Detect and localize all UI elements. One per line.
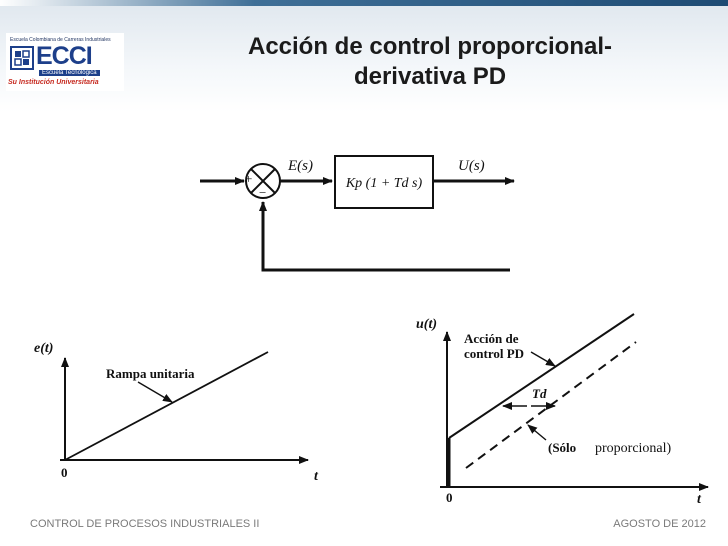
ramp-annotation-arrow (137, 381, 173, 403)
minus-sign: − (259, 185, 266, 200)
controller-block (334, 155, 434, 209)
prop-annotation-arrow (527, 424, 547, 441)
controller-text: Kp (1 + Td s) (345, 176, 423, 191)
footer-date: AGOSTO DE 2012 (613, 518, 706, 530)
feedback-path (259, 201, 510, 272)
footer-course: CONTROL DE PROCESOS INDUSTRIALES II (30, 518, 260, 530)
logo-school: Escuela Tecnológica (39, 70, 100, 76)
slide-title: Acción de control proporcional- derivati… (150, 32, 710, 92)
ramp-plot: e(t) t 0 Rampa unitaria (34, 341, 319, 484)
pd-annotation-line2: control PD (464, 346, 524, 361)
response-origin: 0 (446, 490, 453, 505)
ramp-x-label: t (314, 469, 319, 484)
ecci-logo: Escuela Colombiana de Carreras Industria… (6, 33, 124, 91)
logo-top-text: Escuela Colombiana de Carreras Industria… (10, 37, 111, 43)
title-line-1: Acción de control proporcional- (247, 33, 613, 60)
logo-mark-icon (10, 46, 34, 70)
pd-response-line (448, 313, 635, 439)
prop-label-a: (Sólo (548, 440, 576, 455)
logo-name: ECCI (36, 42, 93, 70)
ramp-line (64, 351, 269, 461)
output-label: U(s) (458, 158, 485, 174)
ramp-annotation: Rampa unitaria (106, 366, 195, 381)
pd-annotation-arrow (530, 351, 556, 367)
response-plot: u(t) t 0 Acción de control PD Td (Sólo p… (416, 313, 709, 507)
plus-sign: + (245, 171, 252, 186)
response-x-label: t (697, 492, 702, 507)
prop-label-b: proporcional) (595, 441, 672, 456)
pd-annotation-line1: Acción de (464, 331, 519, 346)
block-diagram: + − E(s) Kp (1 + Td s) U(s) (200, 155, 515, 272)
error-label: E(s) (287, 158, 313, 174)
response-y-label: u(t) (416, 317, 437, 332)
td-label: Td (532, 386, 547, 401)
logo-tagline: Su Institución Universitaria (8, 79, 99, 86)
ramp-y-label: e(t) (34, 341, 53, 356)
title-line-2: derivativa PD (353, 63, 507, 90)
ramp-origin: 0 (61, 465, 68, 480)
